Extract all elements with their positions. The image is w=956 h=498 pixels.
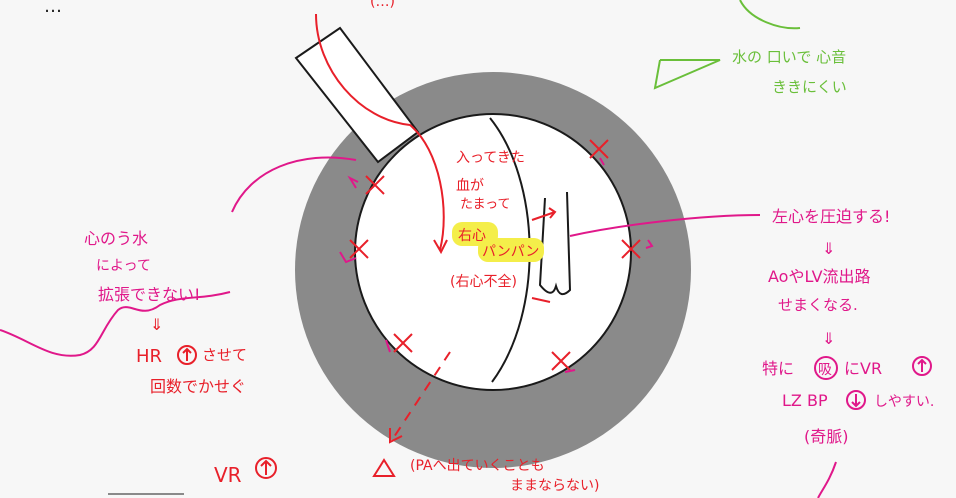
right-note-4c: にVR <box>844 359 882 378</box>
hr-line-2: 回数でかせぐ <box>150 377 246 396</box>
right-note-leader <box>569 214 761 237</box>
rv-label: 右心 <box>458 228 486 244</box>
left-note-3: 拡張できない! <box>98 285 200 304</box>
vr-bottom-label: VR <box>214 463 242 487</box>
hr-up-circle <box>177 345 197 365</box>
green-leader <box>739 0 801 30</box>
vr-right-up-circle <box>912 356 932 376</box>
right-note-6: (奇脈) <box>804 427 849 446</box>
right-note-1: 左心を圧迫する! <box>772 207 890 226</box>
vr-up-arrow <box>260 459 272 475</box>
left-arrow-down: ⇓ <box>150 315 163 334</box>
left-note-2: によって <box>96 258 151 274</box>
pa-triangle-icon <box>372 458 396 477</box>
vr-right-up-arrow <box>917 358 927 372</box>
green-note-1: 水の 口いで 心音 <box>732 48 846 66</box>
blood-label-2: 血が <box>456 178 484 194</box>
highlight-panpan <box>478 238 544 262</box>
right-arrow-down-2: ⇓ <box>822 329 835 348</box>
left-note-1: 心のう水 <box>84 229 148 248</box>
top-left-fragment: … <box>44 0 62 17</box>
rv-arrow-lower <box>531 297 551 303</box>
right-note-5: LZ BP <box>782 391 828 410</box>
pa-note-1: (PAへ出ていくことも <box>410 458 545 474</box>
rv-failure-label: (右心不全) <box>450 273 517 290</box>
left-note-underline <box>0 291 231 357</box>
right-bottom-leader <box>817 461 837 498</box>
top-center-fragment: (…) <box>370 0 395 10</box>
hr-line-1b: させて <box>202 346 247 364</box>
rv-arrow-right <box>531 207 557 221</box>
right-note-3: せまくなる. <box>778 296 858 314</box>
green-bracket <box>653 59 721 90</box>
compression-arrows <box>339 157 654 373</box>
blood-label-3: たまって <box>460 197 510 212</box>
right-arrow-down-1: ⇓ <box>822 239 835 258</box>
pa-arrowhead <box>389 428 403 444</box>
bp-down-arrow <box>851 394 861 408</box>
left-ventricle-outline <box>538 191 572 296</box>
blood-label-1: 入ってきた <box>456 150 525 166</box>
right-note-4b: 吸 <box>818 362 832 378</box>
bp-down-circle <box>846 390 866 410</box>
blood-flow-arrow <box>315 13 445 251</box>
compression-marks <box>349 139 641 371</box>
pa-note-2: ままならない) <box>510 478 599 494</box>
right-note-2: AoやLV流出路 <box>768 267 871 286</box>
green-note-2: ききにくい <box>772 78 847 96</box>
panpan-label: パンパン <box>482 244 539 260</box>
left-note-leader <box>231 156 357 213</box>
inspiration-circle <box>814 356 838 380</box>
right-note-4: 特に <box>762 359 794 378</box>
hr-line-1: HR <box>136 346 162 367</box>
vr-up-circle <box>255 457 277 479</box>
right-note-5b: しやすい. <box>874 394 934 410</box>
hr-up-arrow <box>182 347 192 361</box>
blood-flow-arrowhead <box>433 239 448 255</box>
